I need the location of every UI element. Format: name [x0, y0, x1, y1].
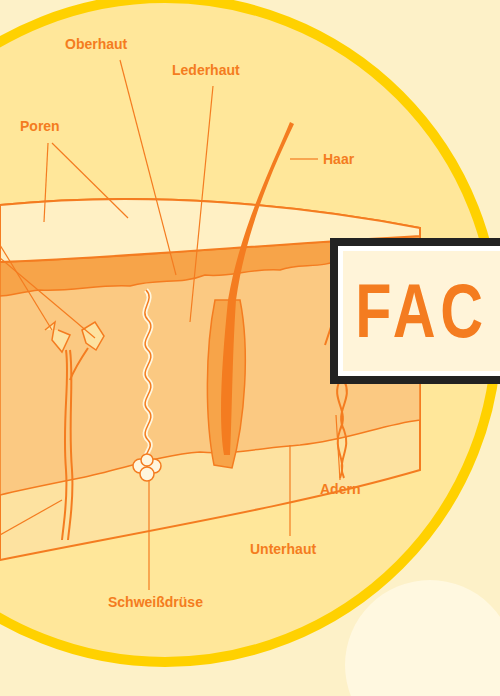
frame-circle [0, 0, 497, 662]
box-title: FAC [338, 246, 489, 376]
leader-lines [0, 60, 340, 590]
part-label: Haar [323, 151, 354, 167]
part-label: Oberhaut [65, 36, 127, 52]
part-label: Schweißdrüse [108, 594, 203, 610]
part-label: Adern [320, 481, 360, 497]
part-label: Poren [20, 118, 60, 134]
facts-box: FAC [330, 238, 500, 384]
part-label: Lederhaut [172, 62, 240, 78]
part-label: Unterhaut [250, 541, 316, 557]
